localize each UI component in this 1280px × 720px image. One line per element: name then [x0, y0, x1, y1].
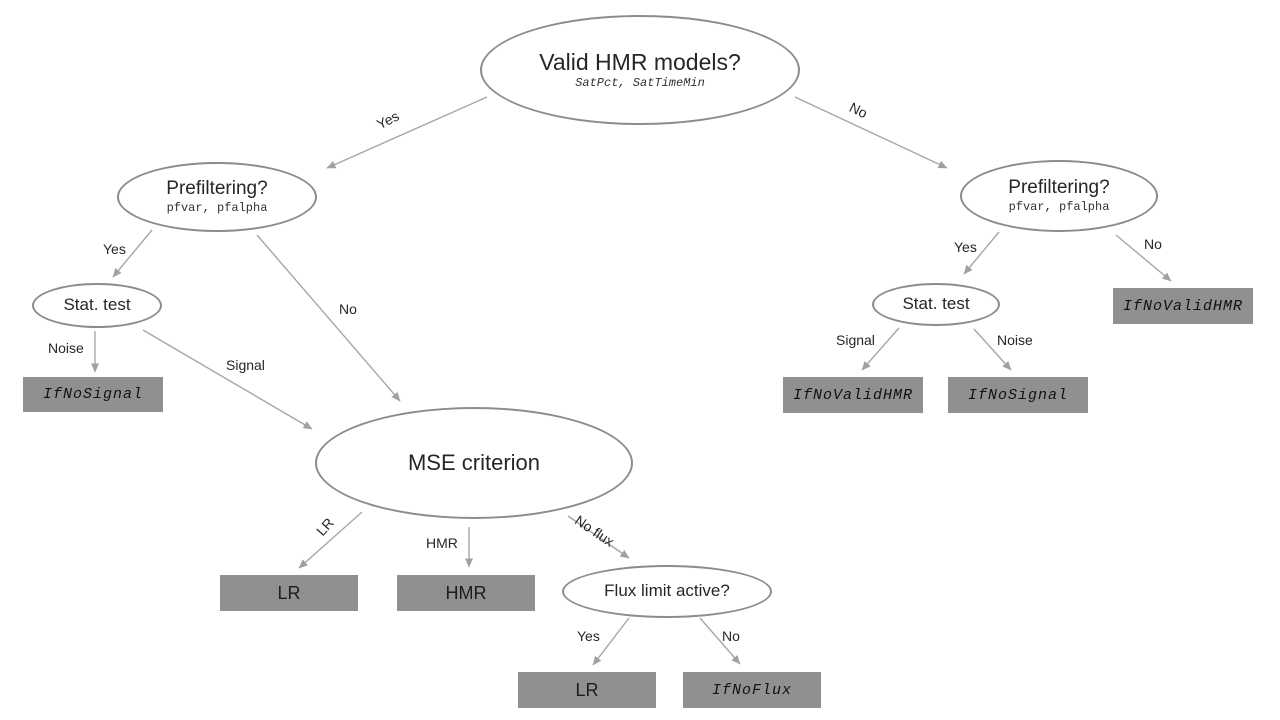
node-prefiltering-right-params: pfvar, pfalpha — [1008, 199, 1110, 214]
node-prefiltering-left: Prefiltering? pfvar, pfalpha — [117, 162, 317, 232]
edge-label-yes-prefilter-right: Yes — [954, 239, 977, 255]
edge-label-signal-left: Signal — [226, 357, 265, 373]
node-prefiltering-right: Prefiltering? pfvar, pfalpha — [960, 160, 1158, 232]
edge-label-no-flux: No flux — [572, 512, 618, 550]
edge-label-hmr: HMR — [426, 535, 458, 551]
node-stat-test-left-label: Stat. test — [63, 295, 131, 315]
result-box-ifnovalidhmr-no: IfNoValidHMR — [1113, 288, 1253, 324]
result-box-lr-bottom: LR — [518, 672, 656, 708]
result-box-ifnosignal-left: IfNoSignal — [23, 377, 163, 412]
node-stat-test-right-label: Stat. test — [902, 294, 970, 314]
node-prefiltering-right-label: Prefiltering? — [1008, 176, 1110, 198]
edge-label-yes-fluxlimit: Yes — [577, 628, 600, 644]
edge-label-no-prefilter-right: No — [1144, 236, 1162, 252]
edge-label-no-top: No — [846, 99, 871, 122]
node-stat-test-left: Stat. test — [32, 283, 162, 328]
node-valid-hmr-models: Valid HMR models? SatPct, SatTimeMin — [480, 15, 800, 125]
edge-label-yes-prefilter-left: Yes — [103, 241, 126, 257]
edge-label-yes-top: Yes — [374, 107, 402, 133]
result-box-lr-left: LR — [220, 575, 358, 611]
edge-label-noise-right: Noise — [997, 332, 1033, 348]
edge-valid-no-prefilter-right — [794, 96, 948, 169]
edge-valid-yes-prefilter-left — [326, 96, 488, 169]
node-prefiltering-left-params: pfvar, pfalpha — [166, 200, 268, 215]
node-mse-criterion: MSE criterion — [315, 407, 633, 519]
result-box-hmr: HMR — [397, 575, 535, 611]
result-box-ifnoflux: IfNoFlux — [683, 672, 821, 708]
edge-stat-left-signal-mse — [142, 329, 313, 430]
node-flux-limit-active-label: Flux limit active? — [604, 581, 730, 601]
edge-label-noise-left: Noise — [48, 340, 84, 356]
edge-label-signal-right: Signal — [836, 332, 875, 348]
edge-label-no-prefilter-left: No — [339, 301, 357, 317]
node-flux-limit-active: Flux limit active? — [562, 565, 772, 618]
result-box-ifnovalidhmr-signal: IfNoValidHMR — [783, 377, 923, 413]
edge-prefilter-left-no-mse — [256, 234, 401, 402]
edge-label-no-fluxlimit: No — [722, 628, 740, 644]
node-mse-criterion-label: MSE criterion — [407, 449, 541, 475]
result-box-ifnosignal-right: IfNoSignal — [948, 377, 1088, 413]
node-valid-hmr-models-params: SatPct, SatTimeMin — [575, 76, 705, 91]
node-valid-hmr-models-label: Valid HMR models? — [539, 48, 741, 75]
node-stat-test-right: Stat. test — [872, 283, 1000, 326]
node-prefiltering-left-label: Prefiltering? — [166, 177, 268, 199]
edge-label-lr: LR — [313, 514, 337, 539]
